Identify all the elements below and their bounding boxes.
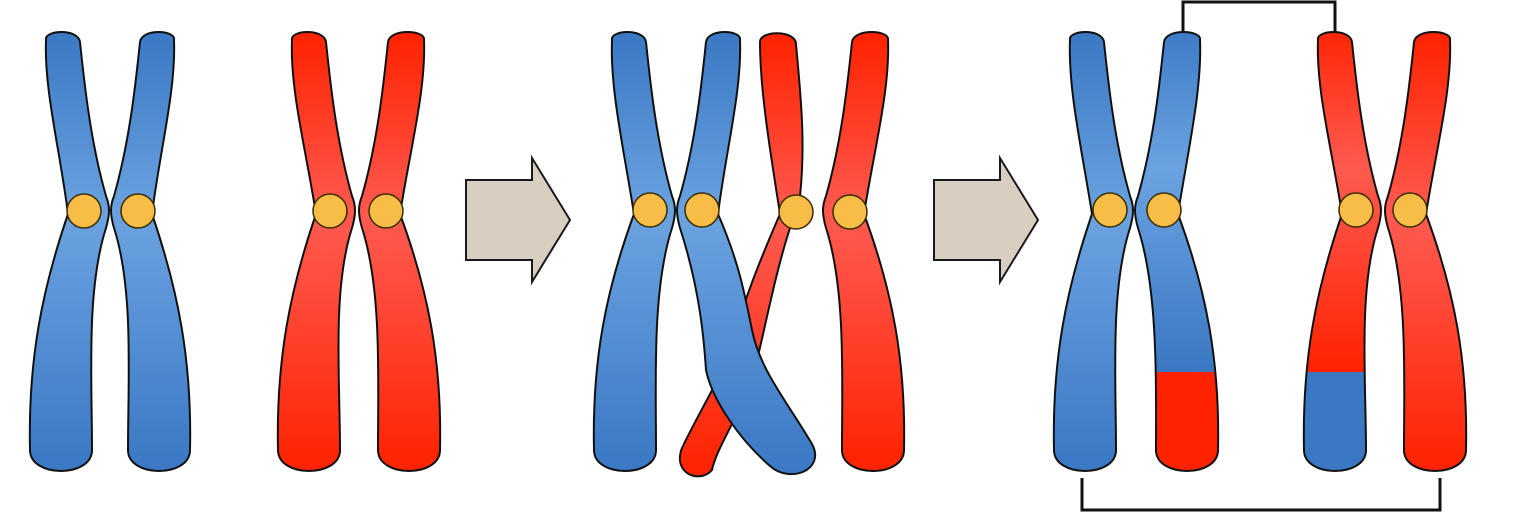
centromere-left — [1092, 192, 1128, 228]
stage-homologous-pair — [28, 31, 442, 472]
red-chromatid-left — [276, 31, 356, 472]
blue-chromosome — [28, 31, 192, 472]
arrow-step-1 — [465, 154, 572, 286]
centromere-left — [312, 193, 348, 229]
centromere-right — [1146, 192, 1182, 228]
stage-recombinant-chromatids — [1052, 0, 1468, 512]
centromere-left — [1338, 192, 1374, 228]
blue-chromosome-recombinant — [1052, 31, 1220, 472]
centromere-right — [684, 192, 720, 228]
red-chromosome-recombinant — [1302, 31, 1468, 472]
centromere-right — [1392, 192, 1428, 228]
stage-crossing-over — [592, 31, 906, 478]
centromere-left — [778, 194, 814, 230]
top-bracket — [1181, 0, 1337, 36]
centromere-left — [66, 193, 102, 229]
blue-chromatid-left — [1052, 31, 1134, 472]
red-chromosome — [276, 31, 442, 472]
red-chromatid-left-with-blue-tip — [1303, 32, 1381, 471]
centromere-left — [632, 192, 668, 228]
red-chromatid-crossing — [679, 32, 804, 478]
centromere-right — [120, 193, 156, 229]
centromere-right — [832, 194, 868, 230]
blue-chromatid-left — [592, 31, 676, 472]
red-chromatid-right — [358, 31, 442, 472]
arrow-step-2 — [933, 154, 1040, 286]
blue-chromatid-right — [110, 31, 192, 472]
blue-chromatid-crossing — [676, 31, 816, 476]
blue-chromatid-left — [28, 31, 110, 472]
red-chromatid-right — [822, 31, 906, 472]
red-chromatid-right — [1384, 31, 1468, 472]
bottom-bracket — [1080, 478, 1442, 512]
centromere-right — [368, 193, 404, 229]
